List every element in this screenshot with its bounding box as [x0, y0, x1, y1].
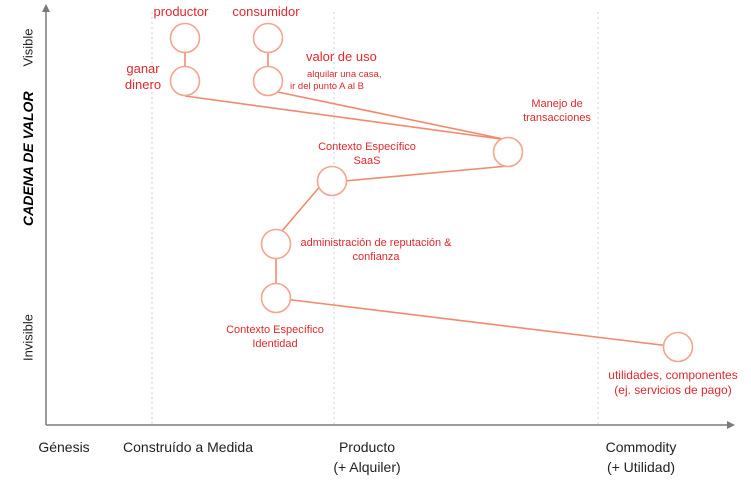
dependency-links: [184, 52, 679, 348]
label-reputacion: administración de reputación & confianza: [300, 237, 452, 263]
label-consumidor: consumidor: [232, 4, 300, 19]
label-manejo-transacciones: Manejo de transacciones: [523, 98, 591, 124]
y-axis-top-label: Visible: [20, 28, 36, 67]
node-contexto-saas[interactable]: [316, 165, 348, 197]
link-valor-de-uso-transacciones: [267, 89, 509, 141]
y-axis-bottom-label: Invisible: [20, 314, 36, 361]
label-productor: productor: [153, 4, 209, 19]
node-productor[interactable]: [169, 22, 201, 54]
link-identidad-utilidades: [275, 297, 679, 348]
link-transacciones-saas: [333, 165, 509, 183]
stage-product: Producto (+ Alquiler): [333, 439, 401, 476]
y-axis-title: CADENA DE VALOR: [20, 91, 36, 226]
node-manejo-transacciones[interactable]: [492, 136, 524, 168]
label-valor-de-uso-detalle: alquilar una casa, ir del punto A al B: [290, 69, 382, 93]
node-contexto-identidad[interactable]: [260, 282, 292, 314]
label-contexto-identidad: Contexto Específico Identidad: [226, 324, 324, 350]
label-valor-de-uso: valor de uso: [306, 49, 377, 64]
link-saas-reputacion: [275, 183, 323, 239]
stage-genesis: Génesis: [38, 439, 90, 455]
x-axis-arrow: [727, 421, 735, 429]
y-axis-arrow: [42, 4, 50, 12]
node-consumidor[interactable]: [252, 22, 284, 54]
node-reputacion[interactable]: [260, 228, 292, 260]
node-utilidades[interactable]: [662, 331, 694, 363]
stage-commodity: Commodity (+ Utilidad): [605, 439, 677, 476]
link-ganar-dinero-transacciones: [184, 95, 509, 141]
stage-custom: Construído a Medida: [123, 439, 253, 455]
label-ganar-dinero: ganar dinero: [124, 61, 162, 93]
node-valor-de-uso[interactable]: [252, 65, 284, 97]
node-ganar-dinero[interactable]: [169, 65, 201, 97]
label-utilidades: utilidades, componentes (ej. servicios d…: [608, 368, 738, 397]
label-contexto-saas: Contexto Específico SaaS: [318, 141, 416, 167]
